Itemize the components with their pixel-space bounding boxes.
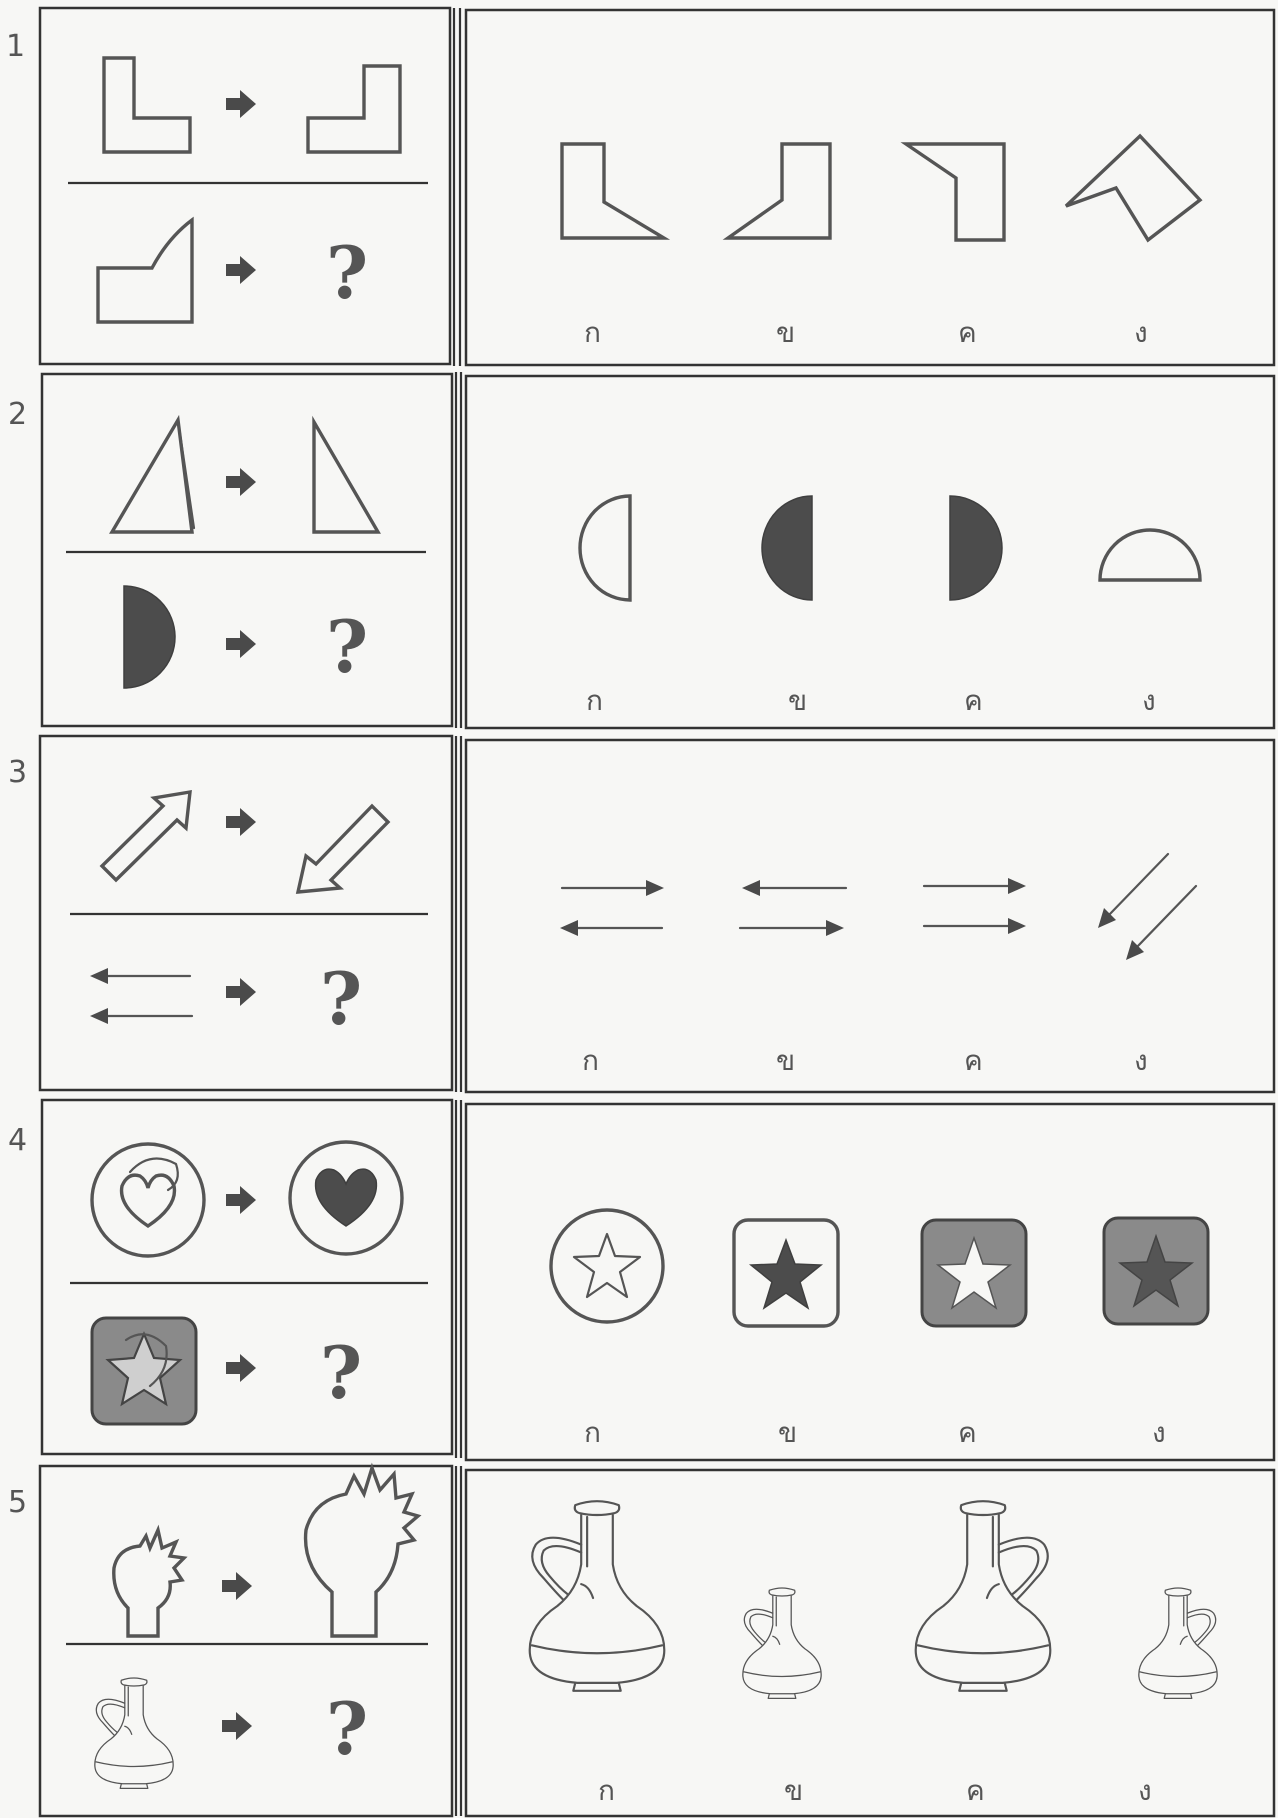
row-frames <box>40 8 1274 1816</box>
choice-label: ง <box>1142 684 1156 717</box>
right-arrow-icon <box>226 468 256 496</box>
q4-choices: ก ข ค ง <box>551 1210 1208 1449</box>
question-number-3: 3 <box>8 755 27 790</box>
q2-example <box>112 420 378 532</box>
choice-label: ข <box>776 1044 795 1077</box>
half-circle-outline <box>1100 530 1200 580</box>
half-circle-filled <box>950 496 1002 600</box>
q5-example <box>114 1468 418 1636</box>
right-arrow-icon <box>226 630 256 658</box>
vase-icon <box>743 1588 821 1698</box>
q4-question: ? <box>92 1318 362 1424</box>
choice-shape <box>906 144 1004 240</box>
q5-choices: ก ข ค ง <box>530 1501 1217 1807</box>
q1-example <box>104 58 400 152</box>
star-outline-icon <box>574 1234 640 1297</box>
choice-label: ก <box>584 316 601 349</box>
choice-shape <box>1066 136 1200 240</box>
half-circle-outline <box>580 496 630 600</box>
choice-shape <box>562 144 664 238</box>
right-arrow-icon <box>226 1354 256 1382</box>
circle-outline <box>551 1210 663 1322</box>
right-arrow-icon <box>226 256 256 284</box>
choice-label: ค <box>958 316 977 349</box>
choice-label: ข <box>776 316 795 349</box>
half-circle-filled <box>124 586 175 688</box>
vase-icon <box>916 1501 1051 1691</box>
heart-filled-icon <box>316 1169 377 1226</box>
choice-label: ค <box>966 1774 985 1807</box>
bulb-shape-large <box>306 1468 418 1636</box>
choice-label: ก <box>584 1416 601 1449</box>
q3-choices: ก ข ค ง <box>560 854 1196 1077</box>
choice-label: ข <box>788 684 807 717</box>
heart-outline-icon <box>122 1175 175 1226</box>
right-arrow-icon <box>222 1712 252 1740</box>
question-mark: ? <box>320 956 362 1041</box>
vase-icon <box>95 1678 173 1788</box>
choice-shape <box>728 144 830 238</box>
choice-label: ค <box>958 1416 977 1449</box>
triangle-mirrored <box>314 422 378 532</box>
choice-label: ข <box>784 1774 803 1807</box>
star-filled-icon <box>751 1240 821 1308</box>
question-number-4: 4 <box>8 1123 27 1158</box>
vase-icon <box>530 1501 665 1691</box>
l-shape-rotated <box>308 66 400 152</box>
q1-choices: ก ข ค ง <box>562 136 1200 349</box>
q2-question: ? <box>124 586 368 689</box>
choice-label: ง <box>1138 1774 1152 1807</box>
choice-label: ง <box>1134 1044 1148 1077</box>
q3-question: ? <box>90 956 362 1041</box>
choice-label: ง <box>1134 316 1148 349</box>
choice-label: ค <box>964 1044 983 1077</box>
choice-label: ค <box>964 684 983 717</box>
big-arrow-up-right <box>102 792 190 880</box>
big-arrow-down-left <box>298 806 388 892</box>
q5-question: ? <box>95 1678 368 1788</box>
choice-label: ก <box>586 684 603 717</box>
question-mark: ? <box>326 604 368 689</box>
double-arrow-left <box>90 968 192 1024</box>
q2-choices: ก ข ค ง <box>580 496 1200 717</box>
right-arrow-icon <box>226 90 256 118</box>
choice-label: ง <box>1152 1416 1166 1449</box>
question-number-1: 1 <box>6 29 25 64</box>
choice-label: ก <box>598 1774 615 1807</box>
question-mark: ? <box>326 1686 368 1771</box>
question-number-5: 5 <box>8 1485 27 1520</box>
vase-icon <box>1139 1588 1217 1698</box>
right-arrow-icon <box>226 808 256 836</box>
q1-question: ? <box>98 220 368 322</box>
question-number-2: 2 <box>8 397 27 432</box>
choice-label: ก <box>582 1044 599 1077</box>
right-arrow-icon <box>222 1572 252 1600</box>
half-circle-filled <box>762 496 812 600</box>
l-shape <box>104 58 190 152</box>
right-arrow-icon <box>226 1186 256 1214</box>
l-shape-slanted <box>98 220 192 322</box>
q3-example <box>102 792 388 892</box>
q4-example <box>92 1142 402 1256</box>
right-arrow-icon <box>226 978 256 1006</box>
choice-label: ข <box>778 1416 797 1449</box>
bulb-shape <box>114 1530 184 1636</box>
question-mark: ? <box>320 1330 362 1415</box>
question-mark: ? <box>326 230 368 315</box>
